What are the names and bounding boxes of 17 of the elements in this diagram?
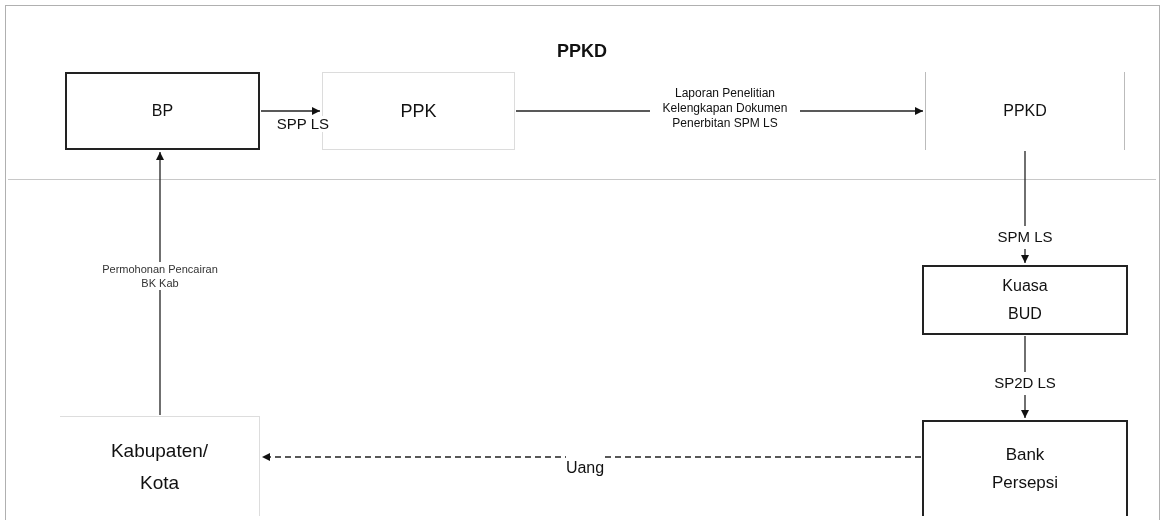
node-label: Kabupaten/ Kota [109, 438, 210, 495]
node-label: Bank Persepsi [990, 444, 1060, 494]
edge-label: SPM LS [997, 226, 1053, 249]
process-box [65, 72, 260, 150]
edge-label: Permohonan Pencairan BK Kab [100, 262, 220, 290]
arrow [156, 151, 164, 416]
arrow [261, 453, 922, 461]
arrow [260, 107, 321, 115]
node-label: BP [151, 101, 174, 121]
node-label: Kuasa BUD [1001, 276, 1049, 324]
node-label: PPK [400, 99, 437, 123]
edge-label: SPP LS [276, 116, 330, 132]
process-box [922, 265, 1128, 335]
node-label: PPKD [556, 40, 608, 63]
process-box [922, 420, 1128, 516]
node-label: PPKD [1003, 101, 1047, 121]
edge-label: SP2D LS [994, 372, 1056, 395]
